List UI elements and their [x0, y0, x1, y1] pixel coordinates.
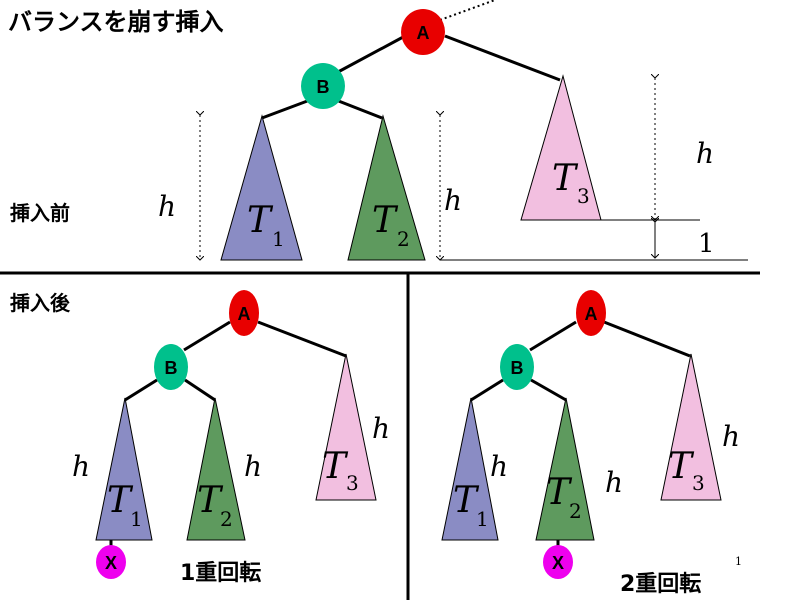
tree-t1 — [220, 114, 303, 261]
height-t3-double: h — [722, 420, 740, 453]
svg-text:T: T — [453, 480, 480, 521]
edge-a-b — [337, 34, 406, 74]
svg-text:T: T — [107, 480, 134, 521]
svg-text:2: 2 — [397, 227, 410, 251]
node-x-single-label: X — [105, 553, 117, 573]
edge-b-t2 — [335, 98, 383, 120]
svg-text:3: 3 — [577, 184, 590, 208]
tree-t2-double — [535, 397, 595, 541]
svg-text:T: T — [372, 200, 399, 241]
tree-t3 — [520, 74, 602, 221]
tree-t1-single-label: T 1 — [107, 480, 143, 531]
tree-t2-single-label: T 2 — [197, 480, 233, 531]
height-t2: h — [444, 184, 462, 217]
node-a-label: A — [417, 23, 430, 43]
node-b-label: B — [317, 77, 330, 97]
svg-text:1: 1 — [272, 227, 285, 251]
diagram-title: バランスを崩す挿入 — [8, 8, 224, 36]
height-t3: h — [696, 137, 714, 170]
before-panel: 挿入前 A B T 1 T 2 T 3 h h h — [10, 0, 748, 260]
edge-b-t1 — [261, 98, 311, 120]
height-t2-single: h — [244, 450, 262, 483]
svg-text:T: T — [668, 446, 695, 487]
node-b-single — [154, 344, 188, 390]
single-rotation-label: 1重回転 — [180, 560, 261, 586]
svg-text:T: T — [197, 480, 224, 521]
node-a-double — [576, 290, 606, 336]
edge-b-t2-single — [184, 378, 216, 402]
node-a — [401, 9, 445, 55]
edge-a-t3-double — [603, 320, 691, 358]
height-t3-single: h — [372, 412, 390, 445]
node-b-double-label: B — [511, 358, 524, 378]
tree-t2-single — [186, 397, 246, 541]
edge-b-t1-single — [124, 378, 158, 402]
node-b-double — [500, 344, 534, 390]
single-rotation-panel: 挿入後 A B X T 1 T 2 T 3 h h h 1重回転 — [10, 290, 390, 586]
node-a-single — [229, 290, 259, 336]
tree-t1-single — [95, 397, 153, 541]
svg-text:1: 1 — [130, 507, 143, 531]
edge-b-t1-double — [470, 378, 504, 402]
tree-t2 — [347, 114, 426, 261]
tree-t2-label: T 2 — [372, 200, 410, 251]
height-difference: 1 — [698, 229, 715, 259]
height-t2-double: h — [605, 466, 623, 499]
node-x-single — [96, 545, 126, 579]
edge-a-t3 — [444, 34, 561, 82]
node-a-single-label: A — [238, 304, 251, 324]
tree-t1-double-label: T 1 — [453, 480, 489, 531]
double-rotation-label: 2重回転 — [620, 571, 701, 597]
node-x-double — [543, 545, 573, 579]
svg-text:2: 2 — [569, 499, 582, 523]
tree-t3-double-label: T 3 — [668, 446, 705, 495]
svg-text:T: T — [546, 472, 573, 513]
height-t1-double: h — [490, 450, 508, 483]
tree-t1-double — [441, 397, 499, 541]
svg-text:1: 1 — [476, 507, 489, 531]
svg-text:3: 3 — [692, 471, 705, 495]
page-number: 1 — [735, 555, 742, 568]
edge-a-t3-single — [257, 320, 347, 358]
svg-text:2: 2 — [220, 507, 233, 531]
tree-t3-label: T 3 — [552, 158, 590, 208]
tree-t2-double-label: T 2 — [546, 472, 582, 523]
tree-t1-label: T 1 — [247, 200, 285, 251]
node-a-double-label: A — [585, 304, 598, 324]
after-label: 挿入後 — [10, 291, 71, 315]
edge-b-t2-double — [530, 378, 567, 402]
node-x-double-label: X — [552, 553, 564, 573]
svg-text:T: T — [322, 446, 349, 487]
edge-a-parent — [439, 0, 496, 21]
svg-text:T: T — [552, 158, 579, 199]
before-label: 挿入前 — [10, 201, 70, 225]
height-t1-single: h — [72, 450, 90, 483]
node-b — [301, 63, 345, 109]
tree-t3-single-label: T 3 — [322, 446, 359, 495]
node-b-single-label: B — [165, 358, 178, 378]
svg-text:3: 3 — [346, 471, 359, 495]
edge-a-b-double — [529, 320, 577, 352]
svg-text:T: T — [247, 200, 274, 241]
edge-a-b-single — [183, 320, 231, 352]
height-t1: h — [158, 190, 176, 223]
double-rotation-panel: A B X T 1 T 2 T 3 h h h 2重回転 1 — [441, 290, 742, 597]
tree-t3-double — [660, 353, 722, 501]
tree-t3-single — [315, 353, 377, 501]
